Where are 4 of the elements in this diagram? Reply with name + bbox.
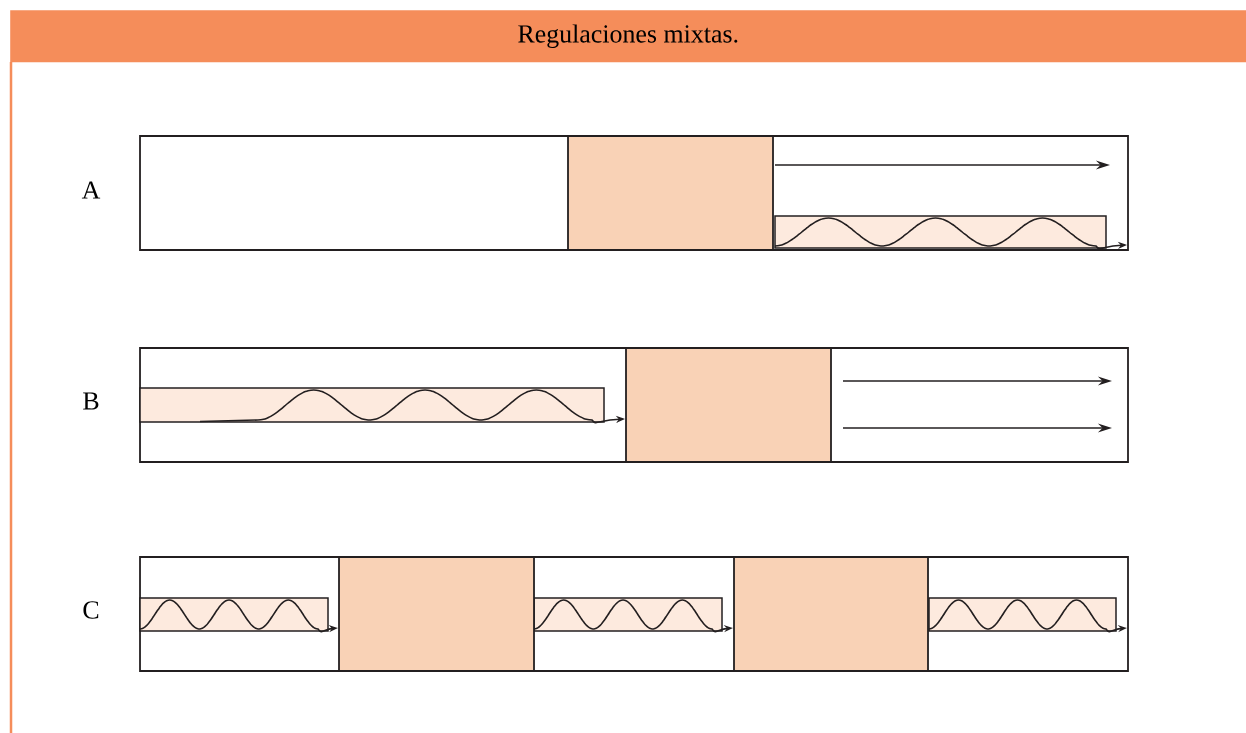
row-letter: C — [83, 601, 99, 619]
row-letter: A — [81, 181, 101, 199]
title-banner: Regulaciones mixtas. — [10, 10, 1246, 63]
row-letter: B — [83, 392, 99, 410]
